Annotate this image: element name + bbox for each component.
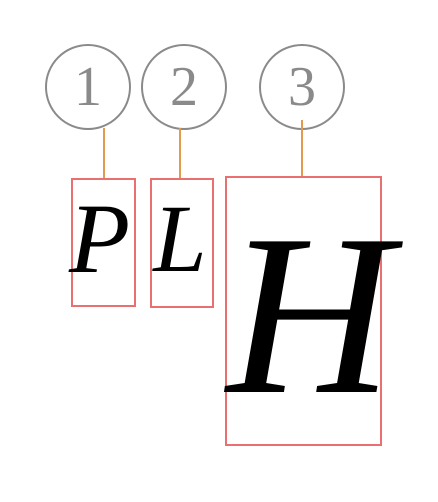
callout-2: 2 bbox=[141, 44, 227, 130]
callout-3: 3 bbox=[259, 44, 345, 130]
callout-2-number: 2 bbox=[170, 56, 198, 118]
callout-1: 1 bbox=[45, 44, 131, 130]
glyph-box-1: P bbox=[68, 178, 136, 307]
leader-line-3 bbox=[301, 120, 303, 176]
glyph-box-2: L bbox=[150, 178, 214, 308]
leader-line-1 bbox=[103, 128, 105, 178]
callout-1-number: 1 bbox=[74, 56, 102, 118]
callout-3-number: 3 bbox=[288, 56, 316, 118]
glyph-l: L bbox=[153, 185, 207, 292]
glyph-h: H bbox=[226, 187, 393, 442]
glyph-p: P bbox=[68, 182, 131, 294]
glyph-box-3: H bbox=[225, 176, 393, 446]
leader-line-2 bbox=[179, 128, 181, 178]
